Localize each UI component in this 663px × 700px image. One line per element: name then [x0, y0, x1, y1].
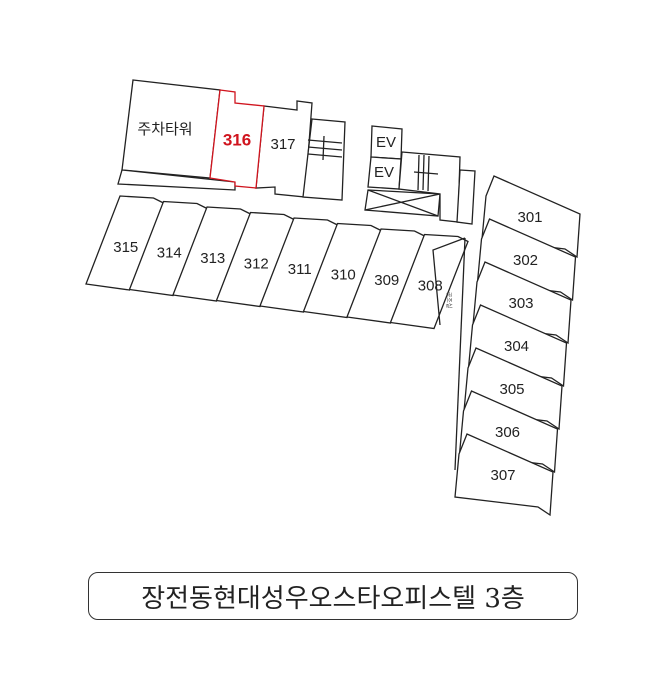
stair-line [307, 146, 343, 151]
unit-label[interactable]: 313 [200, 250, 225, 267]
unit-label[interactable]: 315 [113, 239, 138, 256]
unit-label[interactable]: 302 [513, 252, 538, 269]
unit-label[interactable]: 307 [490, 467, 515, 484]
parking-tower-label: 주차타워 [137, 121, 192, 138]
unit-label[interactable]: 301 [517, 209, 542, 226]
corridor-wall-2 [454, 237, 466, 471]
stair-line [413, 171, 439, 175]
unit-label[interactable]: 303 [508, 295, 533, 312]
unit-label[interactable]: 314 [157, 244, 182, 261]
unit-label[interactable]: 310 [331, 266, 356, 283]
floor-title-text: 장전동현대성우오스타오피스텔 3층 [141, 583, 525, 614]
stair-line [307, 153, 343, 158]
stair-line [322, 135, 325, 161]
shaft-cross [364, 193, 441, 211]
utility-room-label: 공조실 [445, 292, 453, 309]
unit-label[interactable]: 306 [495, 424, 520, 441]
unit-label[interactable]: 311 [288, 261, 312, 278]
unit-316[interactable] [209, 89, 265, 189]
ev-2-label: EV [374, 164, 394, 181]
floor-title: 장전동현대성우오스타오피스텔 3층 [88, 572, 578, 620]
right-wing: 301 302 303 304 305 306 307 [454, 175, 581, 517]
unit-label[interactable]: 312 [244, 255, 269, 272]
unit-317-label[interactable]: 317 [270, 136, 295, 153]
corridor-wall [432, 237, 466, 326]
stair-1 [302, 118, 346, 201]
shaft-right [456, 169, 476, 225]
unit-label[interactable]: 305 [499, 381, 524, 398]
left-wing: 315 314 313 312 311 310 309 308 [85, 195, 469, 330]
unit-308[interactable] [389, 233, 469, 330]
unit-307[interactable] [454, 433, 554, 517]
unit-label[interactable]: 304 [504, 338, 529, 355]
shaft-cross [367, 189, 439, 217]
unit-316-label[interactable]: 316 [223, 130, 251, 149]
stair-2 [398, 151, 461, 223]
stair-line [307, 139, 343, 144]
unit-label[interactable]: 309 [374, 272, 399, 289]
ev-1-label: EV [376, 134, 396, 151]
corridor-strip [117, 169, 236, 191]
top-block [117, 79, 476, 225]
unit-label[interactable]: 308 [418, 277, 443, 294]
